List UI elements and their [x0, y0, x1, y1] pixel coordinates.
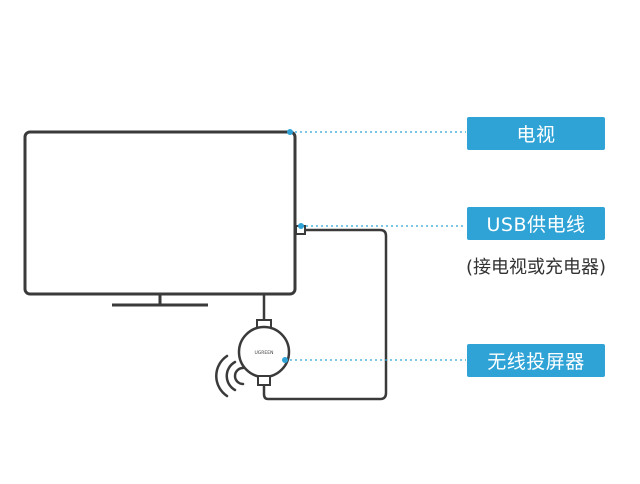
wireless-projector-device: UGREEN — [237, 319, 291, 386]
usb-cable-note: (接电视或充电器) — [466, 257, 607, 278]
tv-screen — [23, 130, 297, 296]
wifi-signal-icon — [215, 354, 245, 398]
device-brand-logo: UGREEN — [255, 350, 274, 356]
usb-power-cable — [262, 228, 388, 401]
usb-cable-label: USB供电线 — [467, 207, 605, 240]
usb-leader-dot — [298, 223, 304, 229]
wireless-projector-label: 无线投屏器 — [467, 344, 605, 377]
tv-illustration — [23, 130, 306, 307]
tv-label: 电视 — [467, 117, 605, 150]
tv-leader-dot — [287, 129, 293, 135]
projector-leader-dot — [282, 357, 288, 363]
usb-connector — [257, 375, 271, 386]
